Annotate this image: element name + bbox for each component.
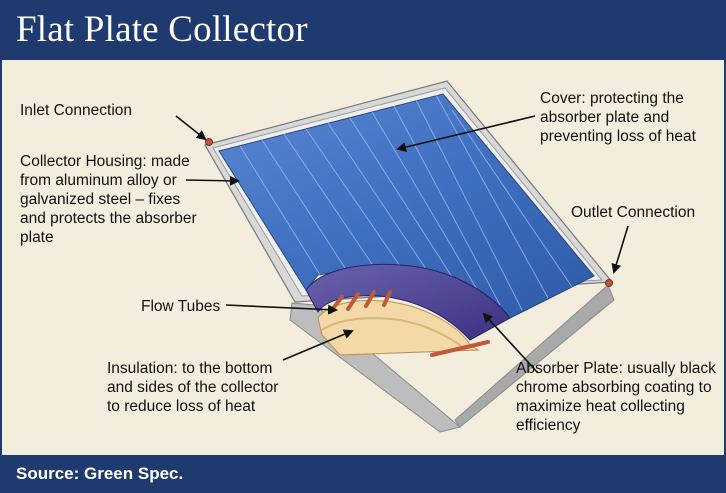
absorber-plate bbox=[305, 263, 511, 341]
label-collector-housing: Collector Housing: made from aluminum al… bbox=[20, 153, 197, 246]
label-insulation: Insulation: to the bottom and sides of t… bbox=[107, 360, 279, 415]
label-outlet-connection: Outlet Connection bbox=[571, 204, 696, 221]
cover-ribs bbox=[239, 94, 573, 311]
label-cover: Cover: protecting the absorber plate and… bbox=[540, 90, 696, 145]
page-title: Flat Plate Collector bbox=[16, 9, 308, 50]
label-inlet-connection: Inlet Connection bbox=[20, 102, 133, 119]
collector-side-right bbox=[454, 284, 615, 428]
leader-lines bbox=[175, 115, 629, 374]
label-absorber-plate: Absorber Plate: usually black chrome abs… bbox=[516, 360, 716, 434]
label-flow-tubes: Flow Tubes bbox=[141, 298, 221, 315]
flow-tubes bbox=[328, 290, 490, 357]
header-bar: Flat Plate Collector bbox=[0, 0, 726, 60]
outlet-connection bbox=[605, 279, 613, 287]
inlet-connection bbox=[205, 138, 213, 146]
footer-bar: Source: Green Spec. bbox=[0, 455, 726, 493]
source-credit: Source: Green Spec. bbox=[16, 464, 184, 483]
insulation-stripe bbox=[321, 317, 467, 351]
